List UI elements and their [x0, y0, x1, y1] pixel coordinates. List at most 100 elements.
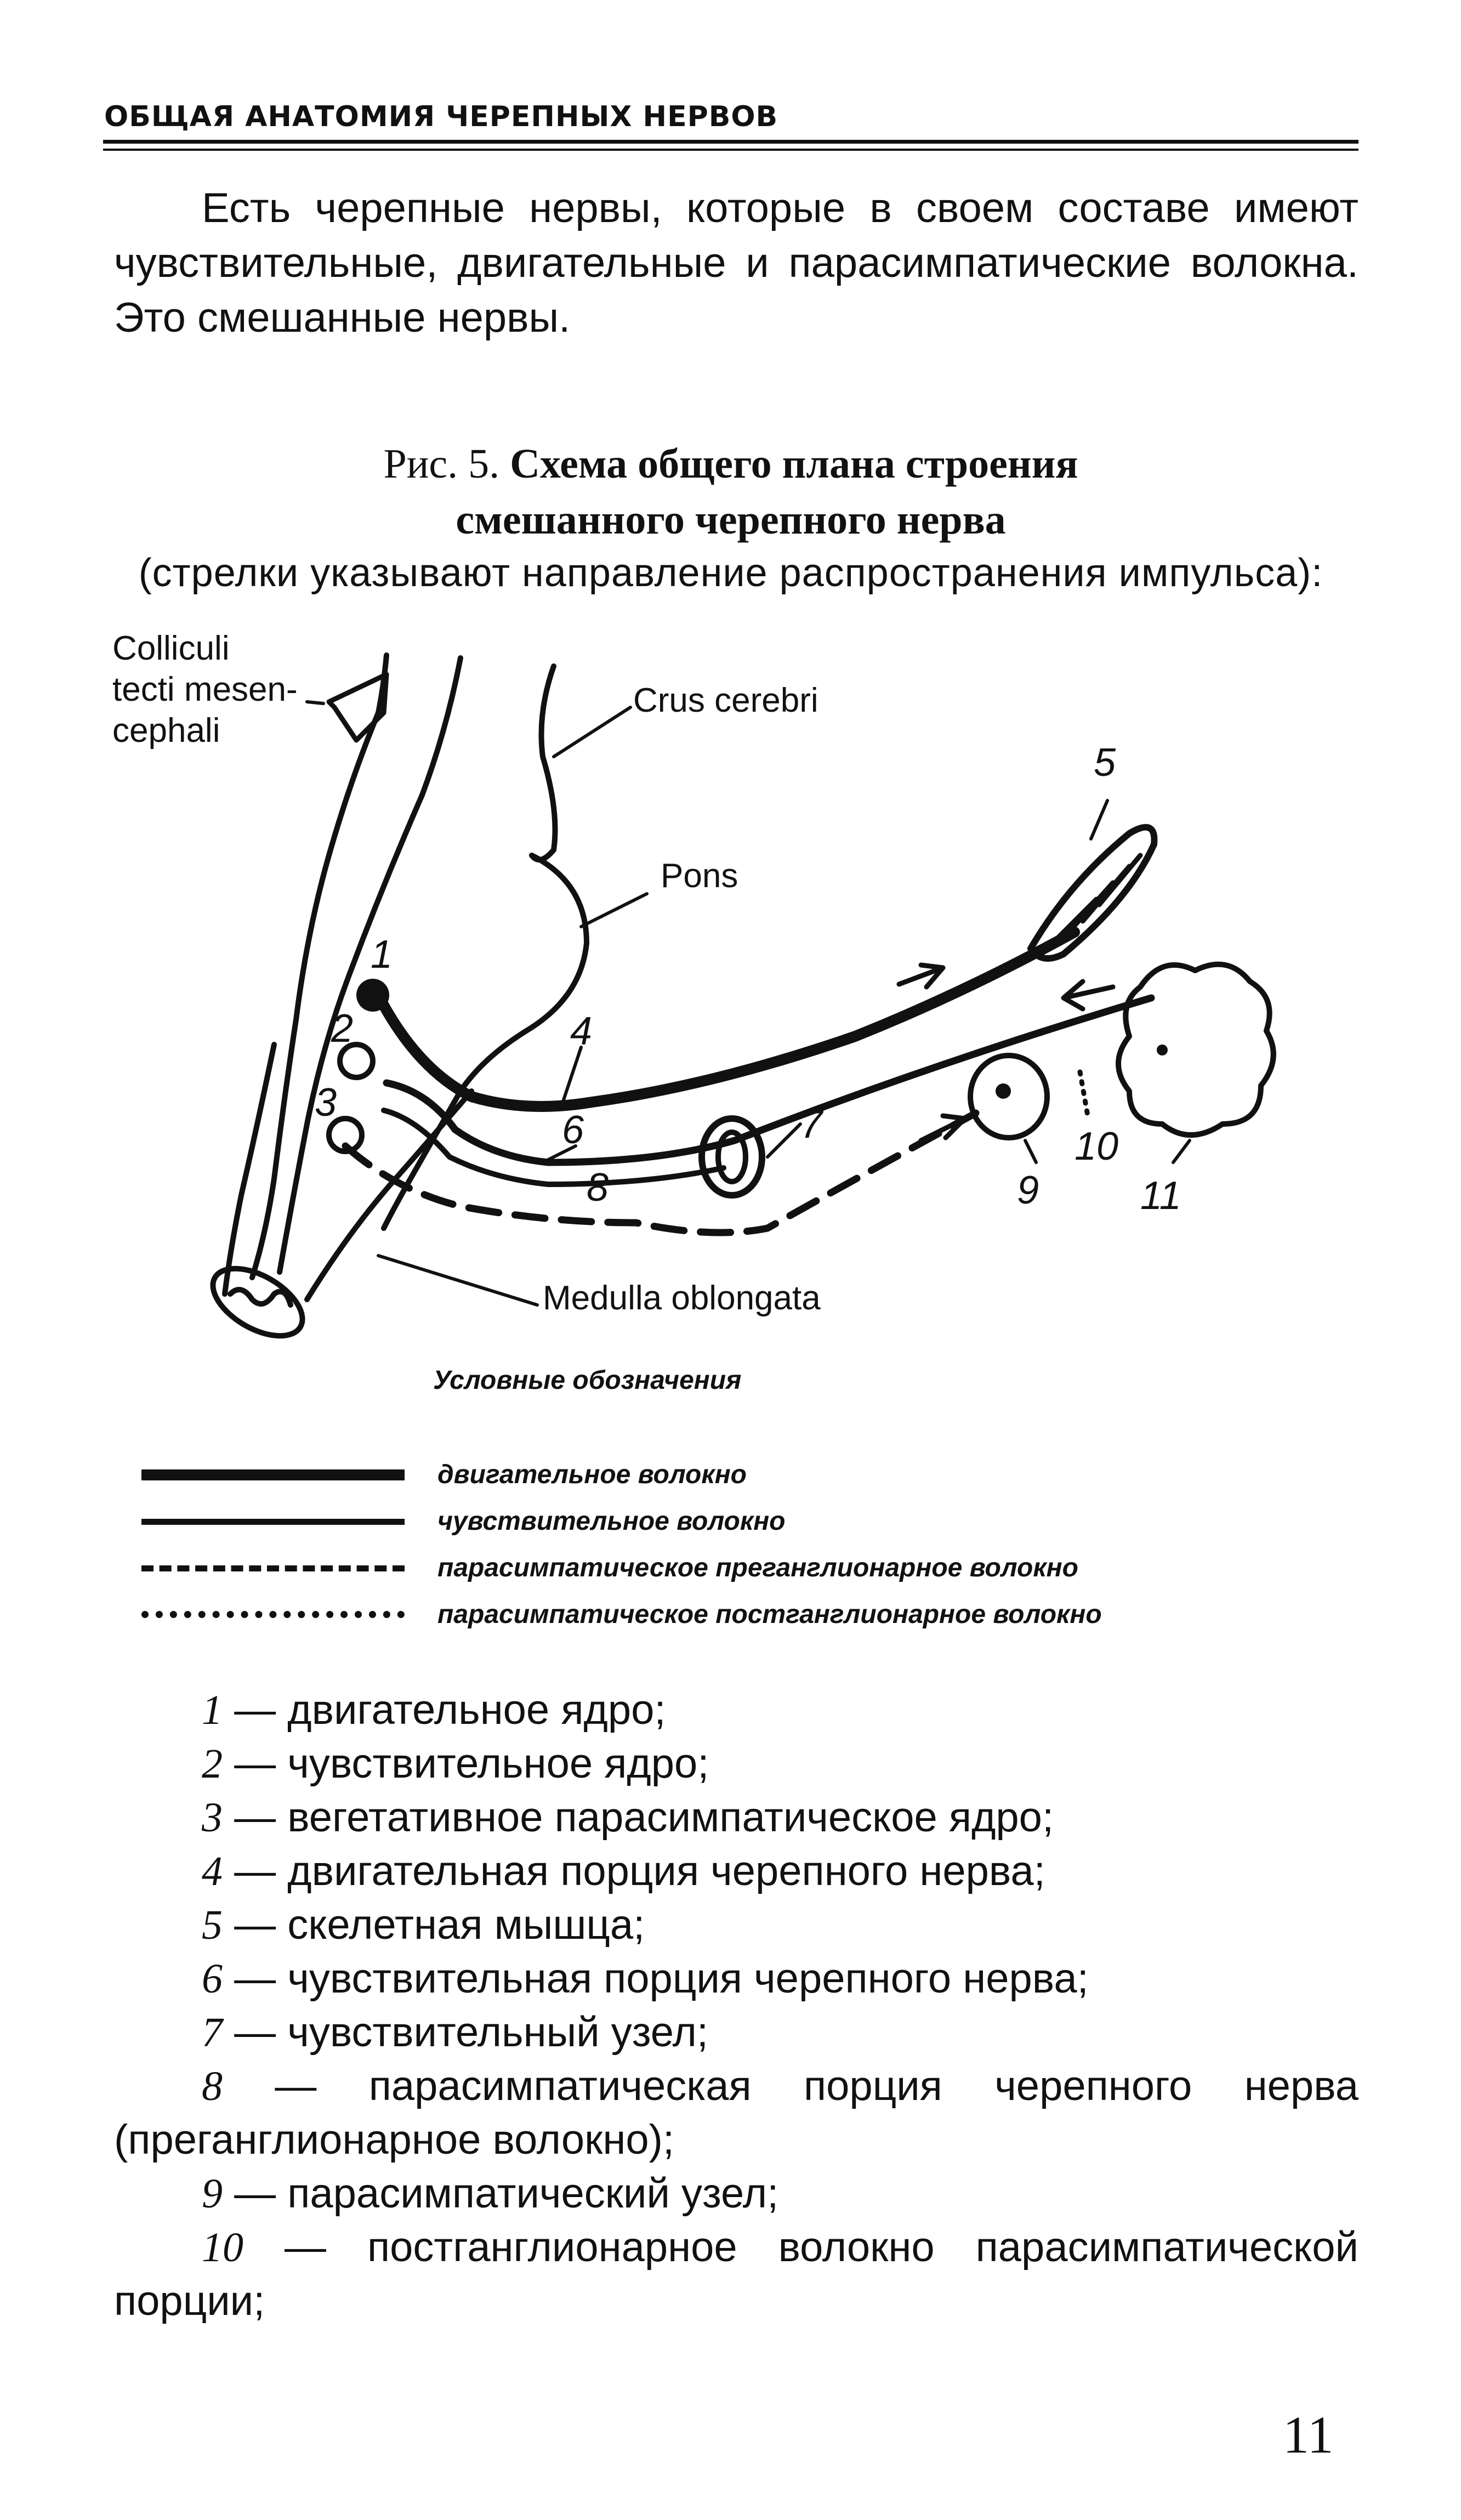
figure-number-9: 9	[1017, 1168, 1039, 1212]
figure-number-8: 8	[587, 1166, 609, 1210]
figure-number-4: 4	[570, 1009, 593, 1053]
label-colliculi-line3: cephali	[112, 712, 220, 750]
parasympathetic-nucleus	[326, 1116, 365, 1154]
label-9-leader	[1024, 1139, 1038, 1164]
label-colliculi-line2: tecti mesen-	[112, 671, 298, 708]
figure-caption-note: (стрелки указывают направление распростр…	[138, 551, 1323, 595]
pons-contour	[381, 853, 589, 1231]
label-7-leader	[766, 1122, 802, 1159]
nerve-diagram	[210, 652, 1276, 1339]
medulla-left-contour	[222, 1042, 277, 1297]
parasympathetic-ganglion-dot	[996, 1083, 1011, 1099]
header-rule-thin	[103, 149, 1358, 151]
label-crus-cerebri: Crus cerebri	[633, 682, 818, 719]
parasympathetic-ganglion	[968, 1053, 1050, 1140]
sensory-ganglion-core	[715, 1130, 748, 1184]
list-item: 1 — двигательное ядро;	[114, 1683, 1358, 1737]
midbrain-left-contour	[249, 652, 389, 1280]
sensory-ganglion	[698, 1115, 765, 1199]
figure-caption: Рис. 5. Схема общего плана строения смеш…	[103, 436, 1358, 548]
label-4-leader	[560, 1046, 583, 1106]
sensory-fiber-inner	[381, 1108, 726, 1187]
list-item: 2 — чувствительное ядро;	[114, 1737, 1358, 1791]
figure-caption-title-line2: смешанного черепного нерва	[456, 497, 1006, 543]
parasympathetic-preganglionic-fiber	[342, 1109, 980, 1236]
gland-dot	[1157, 1045, 1168, 1055]
skeletal-muscle	[1027, 824, 1158, 962]
list-item-number: 9	[202, 2171, 223, 2217]
list-item-number: 4	[202, 1848, 223, 1894]
list-item-text: — скелетная мышца;	[223, 1902, 645, 1948]
figure-number-2: 2	[331, 1007, 354, 1051]
parasympathetic-direction-arrow	[918, 1113, 968, 1143]
list-item-number: 5	[202, 1902, 223, 1948]
motor-fiber	[373, 927, 1080, 1112]
legend-swatch-solid	[141, 1519, 405, 1525]
list-item-text: — постганглионарное волокно парасимпатич…	[114, 2224, 1358, 2324]
figure-caption-title-line1: Схема общего плана строения	[510, 441, 1078, 487]
list-item-text: — парасимпатический узел;	[223, 2170, 779, 2217]
list-item-number: 6	[202, 1956, 223, 2002]
muscle-hatch	[1050, 853, 1143, 946]
label-6-leader	[541, 1144, 577, 1164]
list-item-number: 2	[202, 1741, 223, 1787]
colliculi-leader	[305, 700, 325, 705]
figure-number-7: 7	[800, 1103, 823, 1147]
list-item: 5 — скелетная мышца;	[114, 1898, 1358, 1952]
list-item-text: — вегетативное парасимпатическое ядро;	[223, 1794, 1054, 1841]
list-item-number: 8	[202, 2063, 223, 2109]
legend-item-preganglionic: парасимпатическое преганглионарное волок…	[141, 1546, 1348, 1590]
figure-number-3: 3	[315, 1081, 337, 1125]
legend-title: Условные обозначения	[433, 1366, 742, 1395]
parasympathetic-postganglionic-fiber	[1077, 1069, 1091, 1121]
running-head: ОБЩАЯ АНАТОМИЯ ЧЕРЕПНЫХ НЕРВОВ	[104, 100, 778, 133]
page-number: 11	[1283, 2405, 1334, 2464]
figure-key-list: 1 — двигательное ядро; 2 — чувствительно…	[114, 1683, 1358, 2328]
list-item-text: — двигательная порция черепного нерва;	[223, 1848, 1045, 1894]
list-item-text: — двигательное ядро;	[223, 1687, 666, 1733]
legend-swatch-dotted	[141, 1611, 405, 1618]
label-colliculi-line1: Colliculi	[112, 629, 230, 667]
legend-label: чувствительное волокно	[437, 1507, 786, 1536]
figure-number-5: 5	[1094, 741, 1116, 785]
label-11-leader	[1172, 1139, 1191, 1164]
sensory-direction-arrow	[1061, 979, 1116, 1012]
brainstem-cut-hatch	[228, 1287, 293, 1308]
crus-cerebri-contour	[529, 663, 558, 862]
figure-number-6: 6	[562, 1108, 584, 1152]
midbrain-inner-contour	[277, 655, 463, 1275]
list-item: 4 — двигательная порция черепного нерва;	[114, 1844, 1358, 1898]
list-item: 8 — парасимпатическая порция черепного н…	[114, 2059, 1358, 2167]
brainstem-cut-end	[210, 1265, 305, 1339]
list-item: 7 — чувствительный узел;	[114, 2006, 1358, 2059]
legend-swatch-thick-solid	[141, 1469, 405, 1480]
list-item: 9 — парасимпатический узел;	[114, 2167, 1358, 2221]
list-item-text: — чувствительное ядро;	[223, 1740, 709, 1787]
pons-leader	[579, 892, 649, 928]
header-rule-thick	[103, 140, 1358, 144]
legend-item-motor: двигательное волокно	[141, 1453, 1348, 1497]
list-item-number: 7	[202, 2010, 223, 2056]
label-5-leader	[1089, 799, 1109, 841]
figure-caption-prefix: Рис. 5.	[383, 441, 500, 487]
list-item: 6 — чувствительная порция черепного нерв…	[114, 1952, 1358, 2006]
list-item-number: 1	[202, 1687, 223, 1733]
sensory-nucleus	[337, 1042, 376, 1080]
legend-label: двигательное волокно	[437, 1460, 747, 1489]
label-pons: Pons	[661, 857, 738, 895]
list-item-number: 3	[202, 1795, 223, 1841]
list-item-text: — чувствительный узел;	[223, 2009, 708, 2056]
legend-item-postganglionic: парасимпатическое постганглионарное воло…	[141, 1593, 1348, 1637]
gland-outline	[1116, 961, 1276, 1138]
list-item-number: 10	[202, 2224, 243, 2271]
label-medulla-oblongata: Medulla oblongata	[543, 1279, 821, 1317]
list-item: 10 — постганглионарное волокно парасимпа…	[114, 2221, 1358, 2328]
list-item: 3 — вегетативное парасимпатическое ядро;	[114, 1791, 1358, 1844]
sensory-fiber	[383, 994, 1155, 1166]
list-item-text: — парасимпатическая порция черепного нер…	[114, 2063, 1358, 2163]
medulla-leader	[377, 1254, 539, 1307]
list-item-text: — чувствительная порция черепного нерва;	[223, 1955, 1089, 2002]
crus-leader	[552, 706, 632, 758]
motor-direction-arrow	[896, 962, 946, 990]
figure-number-1: 1	[371, 933, 393, 977]
